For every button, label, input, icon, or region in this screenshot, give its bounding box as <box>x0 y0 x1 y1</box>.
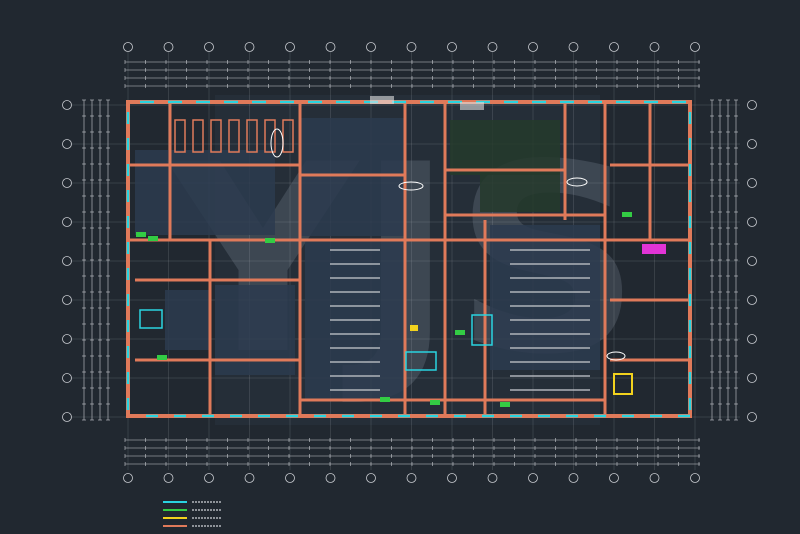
axis-bubbles <box>62 42 757 483</box>
axis-bubble-right <box>747 295 757 305</box>
axis-bubble-right <box>747 100 757 110</box>
axis-bubble-top <box>325 42 336 52</box>
axis-bubble-right <box>747 256 757 266</box>
door-marker <box>380 397 390 402</box>
window-frame <box>405 351 437 371</box>
fixture-oval <box>398 181 424 191</box>
door-marker <box>157 355 167 360</box>
axis-bubble-bottom <box>123 473 133 483</box>
partition-cell <box>192 119 204 153</box>
door-marker <box>265 238 275 243</box>
title-stub <box>460 102 484 110</box>
axis-bubble-bottom <box>528 473 538 483</box>
partition-cell <box>282 119 294 153</box>
axis-bubble-top <box>244 42 255 52</box>
axis-bubble-bottom <box>487 473 498 483</box>
axis-bubble-bottom <box>163 473 174 483</box>
axis-bubble-top <box>123 42 133 52</box>
axis-bubble-bottom <box>609 473 619 483</box>
axis-bubble-top <box>649 42 660 52</box>
room-fill <box>300 118 405 236</box>
axis-bubble-top <box>285 42 295 52</box>
axis-bubble-bottom <box>366 473 376 483</box>
axis-bubble-top <box>204 42 214 52</box>
partition-cell <box>174 119 186 153</box>
partition-cell <box>264 119 276 153</box>
axis-bubble-bottom <box>568 473 579 483</box>
axis-bubble-top <box>528 42 538 52</box>
axis-bubble-bottom <box>649 473 660 483</box>
door-marker <box>500 402 510 407</box>
title-stub <box>370 96 394 104</box>
fixture-oval <box>606 351 626 361</box>
dimension-chains <box>82 60 738 466</box>
door-marker <box>622 212 632 217</box>
axis-bubble-left <box>62 412 72 422</box>
axis-bubble-bottom <box>690 473 700 483</box>
axis-bubble-bottom <box>244 473 255 483</box>
axis-bubble-right <box>747 412 757 422</box>
axis-bubble-top <box>568 42 579 52</box>
room-fill <box>165 290 210 350</box>
partition-cell <box>246 119 258 153</box>
window-markers <box>126 100 692 418</box>
axis-bubble-left <box>62 295 72 305</box>
axis-bubble-top <box>366 42 376 52</box>
axis-bubble-top <box>406 42 417 52</box>
axis-bubble-right <box>747 178 757 188</box>
door-marker <box>148 236 158 241</box>
door-marker <box>455 330 465 335</box>
axis-bubble-top <box>163 42 174 52</box>
axis-bubble-bottom <box>325 473 336 483</box>
axis-bubble-left <box>62 334 72 344</box>
axis-bubble-bottom <box>447 473 457 483</box>
axis-bubble-left <box>62 100 72 110</box>
axis-bubble-bottom <box>406 473 417 483</box>
axis-bubble-right <box>747 373 757 383</box>
wall-lines <box>126 100 692 418</box>
door-marker <box>136 232 146 237</box>
room-fill <box>480 172 560 212</box>
axis-bubble-bottom <box>285 473 295 483</box>
fixture-oval <box>270 128 284 158</box>
partition-cell <box>228 119 240 153</box>
axis-bubble-bottom <box>204 473 214 483</box>
fixture-oval <box>566 177 588 187</box>
axis-bubble-top <box>609 42 619 52</box>
fixture-symbols <box>270 96 666 395</box>
axis-bubble-left <box>62 373 72 383</box>
window-frame <box>139 309 163 329</box>
axis-bubble-right <box>747 139 757 149</box>
axis-bubble-left <box>62 178 72 188</box>
room-fill <box>135 150 275 235</box>
window-frame <box>471 314 493 346</box>
axis-bubble-right <box>747 334 757 344</box>
door-markers <box>136 212 632 407</box>
axis-bubble-left <box>62 217 72 227</box>
axis-bubble-top <box>690 42 700 52</box>
fixture-magenta <box>642 244 666 254</box>
axis-bubble-left <box>62 256 72 266</box>
drawing-legend <box>163 501 222 527</box>
door-marker <box>430 400 440 405</box>
axis-bubble-right <box>747 217 757 227</box>
partition-cell <box>210 119 222 153</box>
room-fill <box>450 120 560 175</box>
axis-bubble-top <box>447 42 457 52</box>
axis-bubble-left <box>62 139 72 149</box>
axis-bubble-top <box>487 42 498 52</box>
stair-highlight <box>613 373 633 395</box>
fixture-yellow <box>410 325 418 331</box>
